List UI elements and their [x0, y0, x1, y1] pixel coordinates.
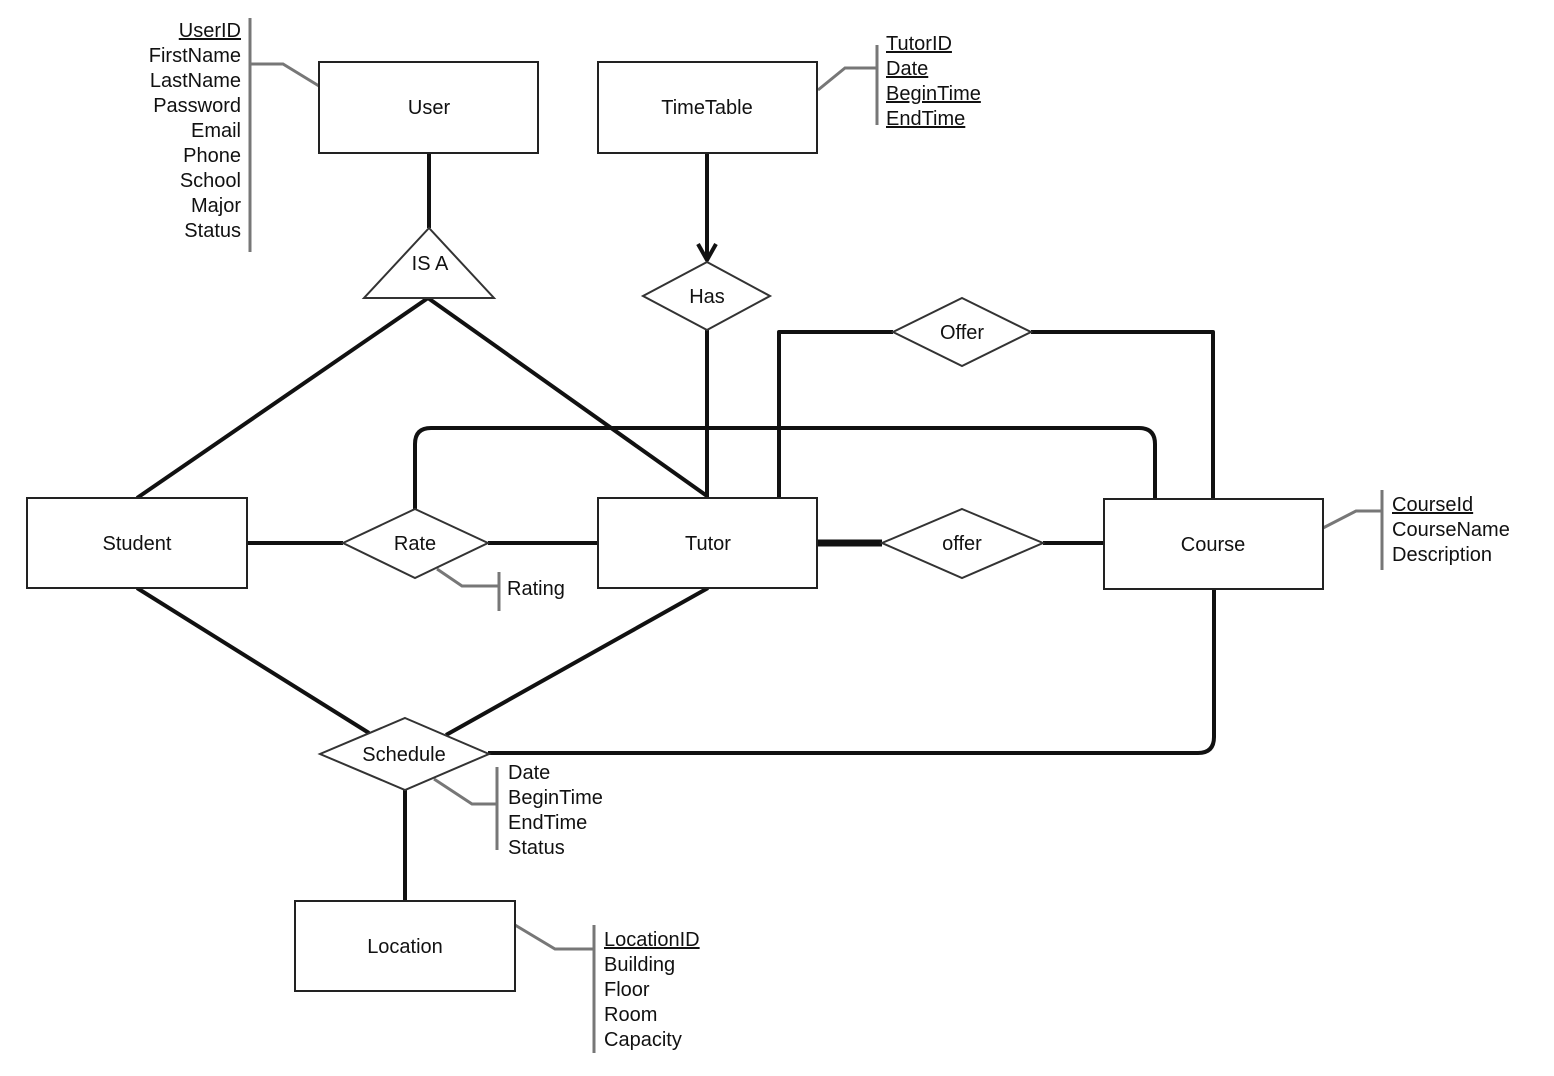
- entity-label: User: [408, 97, 451, 119]
- attr-description: Description: [1392, 544, 1492, 566]
- attr-status: Status: [184, 220, 241, 242]
- attr-date: Date: [508, 762, 550, 784]
- entity-student[interactable]: Student: [26, 497, 248, 589]
- attr-begintime: BeginTime: [508, 787, 603, 809]
- user-attributes: UserID FirstName LastName Password Email…: [149, 20, 242, 242]
- attr-building: Building: [604, 954, 675, 976]
- attr-locationid: LocationID: [604, 929, 700, 951]
- course-attributes: CourseId CourseName Description: [1392, 494, 1510, 566]
- isa-label: IS A: [412, 253, 449, 275]
- entity-label: Location: [367, 936, 443, 958]
- entity-label: Tutor: [685, 533, 731, 555]
- arrowhead-icon: [696, 243, 718, 262]
- relationship-label: Offer: [940, 322, 984, 344]
- attr-floor: Floor: [604, 979, 650, 1001]
- entity-user[interactable]: User: [318, 61, 539, 154]
- line-course-schedule: [488, 590, 1216, 755]
- line-offer-top-course: [1031, 330, 1215, 500]
- attr-courseid: CourseId: [1392, 494, 1473, 516]
- entity-tutor[interactable]: Tutor: [597, 497, 818, 589]
- attr-endtime: EndTime: [508, 812, 587, 834]
- line-rate-course: [413, 426, 1157, 510]
- relationship-label: Schedule: [362, 744, 445, 766]
- attr-coursename: CourseName: [1392, 519, 1510, 541]
- entity-label: TimeTable: [661, 97, 753, 119]
- relationship-offer[interactable]: offer: [879, 507, 1046, 580]
- attr-major: Major: [191, 195, 241, 217]
- line-tutor-schedule: [445, 586, 709, 737]
- relationship-rate[interactable]: Rate: [340, 507, 491, 580]
- attr-userid: UserID: [179, 20, 241, 42]
- relationship-label: offer: [942, 533, 982, 555]
- relationship-schedule[interactable]: Schedule: [317, 716, 492, 792]
- entity-label: Course: [1181, 534, 1245, 556]
- entity-location[interactable]: Location: [294, 900, 516, 992]
- course-attr-connector: [1322, 509, 1382, 530]
- relationship-label: Rate: [394, 533, 436, 555]
- line-isa-tutor: [426, 296, 709, 498]
- schedule-attributes: Date BeginTime EndTime Status: [508, 762, 603, 859]
- timetable-attr-connector: [817, 66, 877, 92]
- entity-label: Student: [103, 533, 172, 555]
- entity-timetable[interactable]: TimeTable: [597, 61, 818, 154]
- location-attributes: LocationID Building Floor Room Capacity: [604, 929, 700, 1051]
- attr-lastname: LastName: [150, 70, 241, 92]
- attribute-brackets: [248, 18, 1384, 1053]
- rate-attr-connector: [436, 567, 499, 588]
- attr-email: Email: [191, 120, 241, 142]
- attr-school: School: [180, 170, 241, 192]
- attr-room: Room: [604, 1004, 657, 1026]
- isa-triangle[interactable]: IS A: [361, 226, 497, 299]
- line-tutor-offer-top: [777, 330, 893, 498]
- line-isa-student: [135, 296, 430, 500]
- relationship-offer-top[interactable]: Offer: [890, 296, 1034, 368]
- connectors: [135, 153, 1216, 901]
- attr-firstname: FirstName: [149, 45, 241, 67]
- attr-phone: Phone: [183, 145, 241, 167]
- user-attr-connector: [250, 62, 320, 88]
- attr-endtime: EndTime: [886, 108, 965, 130]
- relationship-has[interactable]: Has: [640, 260, 773, 332]
- location-attr-connector: [514, 923, 594, 951]
- schedule-attr-connector: [433, 777, 497, 806]
- timetable-attributes: TutorID Date BeginTime EndTime: [886, 33, 981, 130]
- attr-date: Date: [886, 58, 928, 80]
- attr-password: Password: [153, 95, 241, 117]
- attr-tutorid: TutorID: [886, 33, 952, 55]
- line-student-schedule: [135, 586, 371, 735]
- attr-rating: Rating: [507, 578, 565, 600]
- rate-attributes: Rating: [507, 578, 565, 600]
- entity-course[interactable]: Course: [1103, 498, 1324, 590]
- relationship-label: Has: [689, 286, 725, 308]
- attr-capacity: Capacity: [604, 1029, 682, 1051]
- attr-begintime: BeginTime: [886, 83, 981, 105]
- attr-status: Status: [508, 837, 565, 859]
